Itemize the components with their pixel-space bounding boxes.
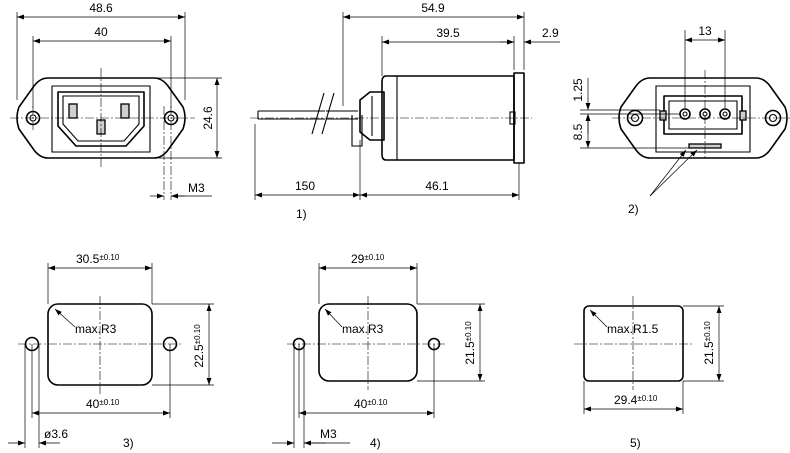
cutout-5-width: 29.4 xyxy=(614,393,638,407)
socket-contact-left xyxy=(68,103,78,119)
cutout-4-width-tol: ±0.10 xyxy=(364,253,385,262)
view-a-front: 48.6 40 24.6 M3 xyxy=(10,1,222,200)
note-4: 4) xyxy=(370,436,381,450)
svg-text:40±0.10: 40±0.10 xyxy=(354,397,388,411)
cutout-3-radius: max.R3 xyxy=(75,322,117,336)
dim-pin-offset: 1.25 xyxy=(571,78,585,102)
cutout-3-width: 30.5 xyxy=(76,252,100,266)
view-c-rear: 13 1.25 8.5 2) xyxy=(571,24,790,216)
cutout-5: 21.5±0.10 max.R1.5 29.4±0.10 5) xyxy=(574,296,724,450)
terminal-pin-right xyxy=(719,108,731,120)
flange xyxy=(513,72,525,164)
terminal-tab xyxy=(351,115,363,147)
cutout-3-hole-dia: ø3.6 xyxy=(44,427,68,441)
rear-flange-outline xyxy=(618,77,788,159)
note-3: 3) xyxy=(123,436,134,450)
svg-text:21.5±0.10: 21.5±0.10 xyxy=(463,321,477,365)
cutout-4-hole-spacing: 40 xyxy=(354,397,368,411)
cutout-4: 29±0.10 21.5±0.10 max.R3 40±0.10 M3 4) xyxy=(272,252,485,450)
dim-thread: M3 xyxy=(188,181,205,195)
filter-body xyxy=(381,75,515,161)
cutout-3-height: 22.5 xyxy=(192,344,206,368)
svg-text:29±0.10: 29±0.10 xyxy=(351,252,385,266)
terminal-pin-left xyxy=(679,108,691,120)
cutout-3: 30.5±0.10 22.5±0.10 max.R3 40±0.10 ø3.6 … xyxy=(8,252,214,450)
cutout-5-height-tol: ±0.10 xyxy=(703,321,712,342)
note-2: 2) xyxy=(628,202,639,216)
cutout-4-height-tol: ±0.10 xyxy=(464,321,473,342)
note-5: 5) xyxy=(630,436,641,450)
wire-break xyxy=(311,92,325,135)
dim-overall-width: 48.6 xyxy=(89,1,113,15)
cutout-5-height: 21.5 xyxy=(702,341,716,365)
cutout-5-radius: max.R1.5 xyxy=(607,322,659,336)
socket-contact-right xyxy=(120,103,130,119)
dim-wire-length: 150 xyxy=(295,179,315,193)
svg-text:29.4±0.10: 29.4±0.10 xyxy=(614,393,658,407)
cutout-3-width-tol: ±0.10 xyxy=(99,253,120,262)
cutout-3-hole-spacing: 40 xyxy=(86,397,100,411)
dim-hole-spacing: 40 xyxy=(94,25,108,39)
cutout-3-height-tol: ±0.10 xyxy=(193,324,202,345)
dim-pin-pitch: 13 xyxy=(698,24,712,38)
cutout-4-radius: max.R3 xyxy=(342,322,384,336)
note-1: 1) xyxy=(296,207,307,221)
dim-depth: 46.1 xyxy=(425,179,449,193)
svg-text:30.5±0.10: 30.5±0.10 xyxy=(76,252,120,266)
terminal-housing xyxy=(359,91,385,141)
cutout-4-height: 21.5 xyxy=(463,341,477,365)
cutout-5-outline xyxy=(583,305,684,382)
inlet-body-frame xyxy=(51,85,151,153)
svg-text:21.5±0.10: 21.5±0.10 xyxy=(702,321,716,365)
cutout-4-width: 29 xyxy=(351,252,365,266)
iec-socket xyxy=(57,91,145,147)
dim-body-height: 24.6 xyxy=(201,106,215,130)
cutout-5-width-tol: ±0.10 xyxy=(637,394,658,403)
cutout-3-hole-spacing-tol: ±0.10 xyxy=(99,398,120,407)
terminal-block xyxy=(663,95,743,135)
dim-pin-height: 8.5 xyxy=(571,123,585,140)
cutout-4-hole-spacing-tol: ±0.10 xyxy=(367,398,388,407)
dim-flange: 2.9 xyxy=(542,26,559,40)
svg-text:40±0.10: 40±0.10 xyxy=(86,397,120,411)
view-b-side: 54.9 39.5 2.9 150 46.1 1) xyxy=(250,1,560,221)
svg-text:22.5±0.10: 22.5±0.10 xyxy=(192,324,206,368)
inlet-flange-outline xyxy=(16,77,186,159)
dim-body-length: 39.5 xyxy=(436,26,460,40)
dim-total-length: 54.9 xyxy=(421,1,445,15)
cutout-4-thread: M3 xyxy=(320,427,337,441)
